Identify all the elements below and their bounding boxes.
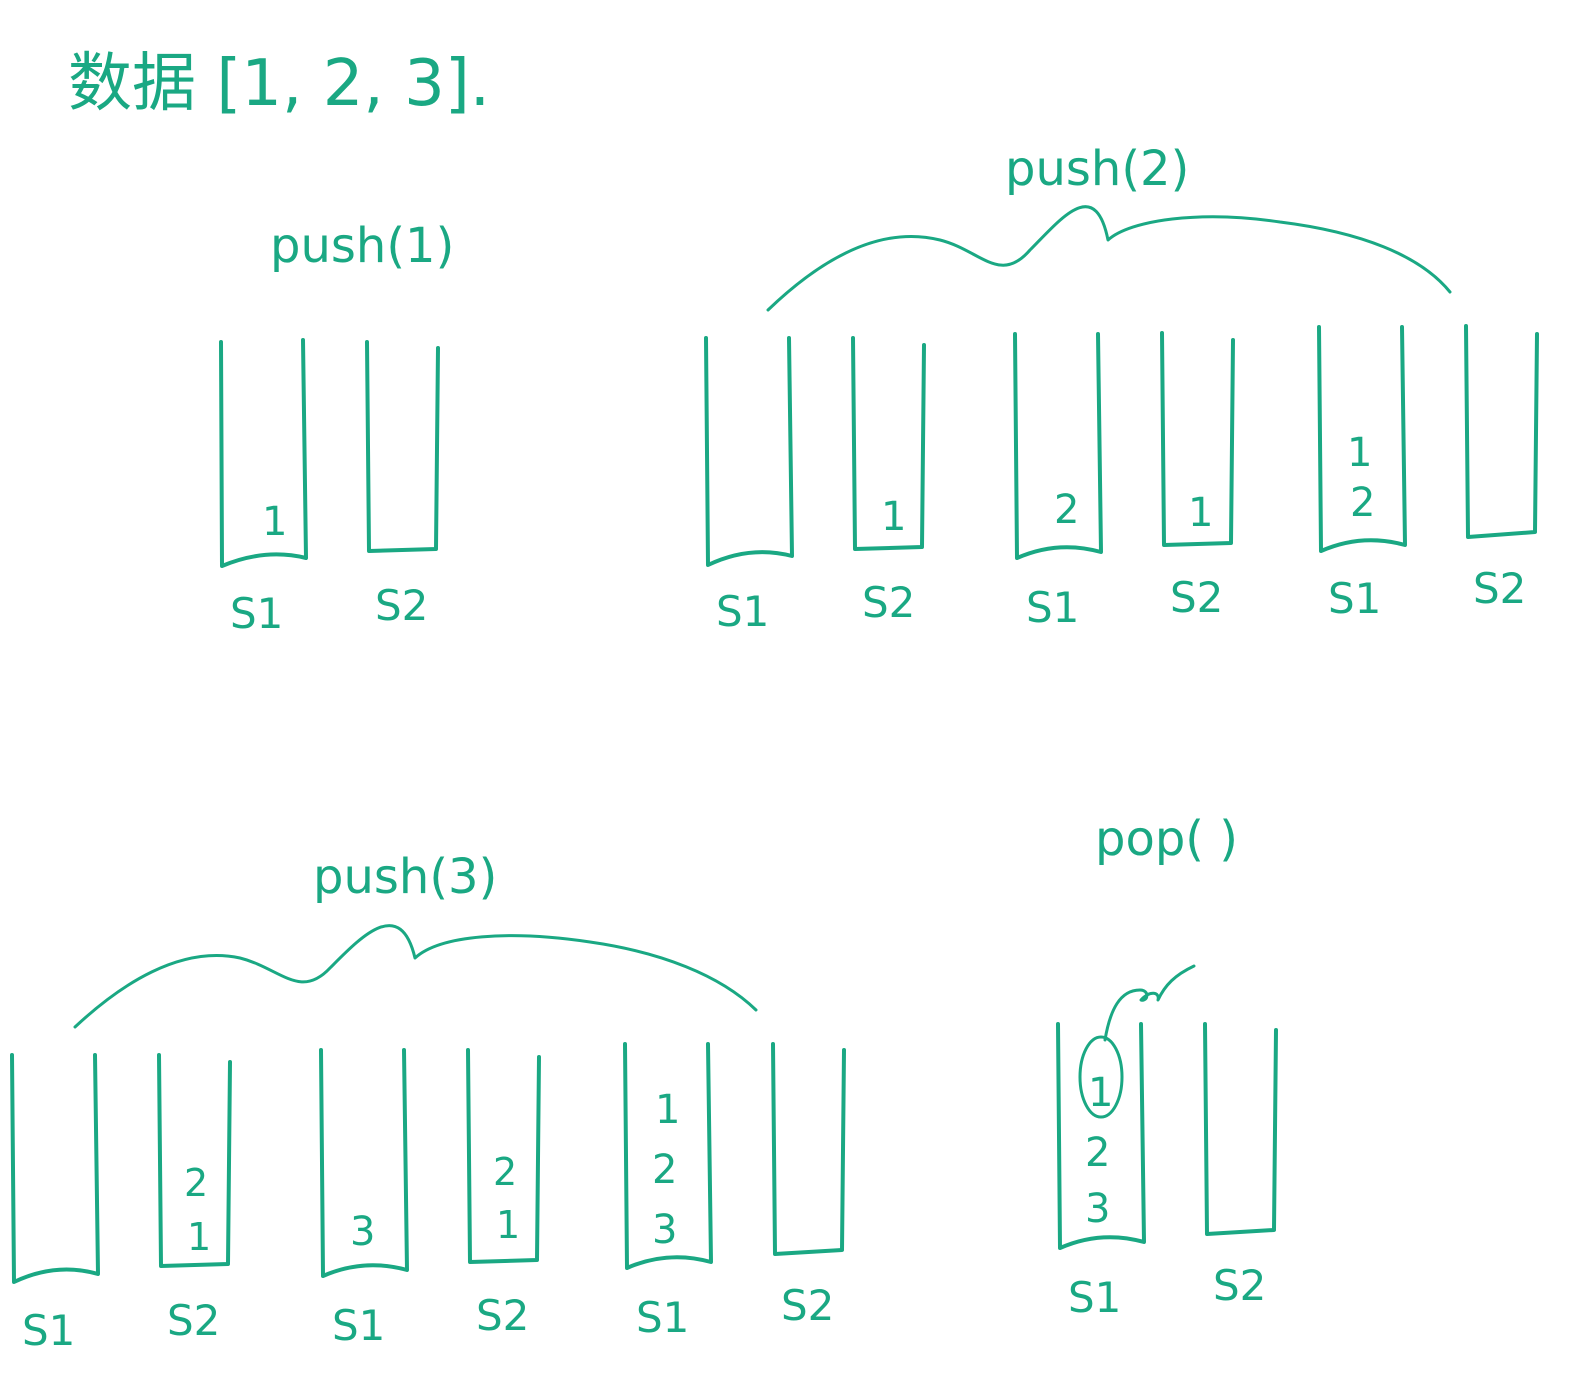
panel-brace: [73, 924, 758, 1029]
panel-label-push2: push(2): [1005, 141, 1189, 197]
stack-outline: [466, 1048, 541, 1264]
stack-label: S2: [167, 1296, 220, 1345]
pop-arrow: [1103, 964, 1196, 1042]
stack-push2-1: S1: [704, 336, 794, 636]
pop-circle: [1078, 1035, 1124, 1119]
stack-push3-1: S1: [10, 1053, 100, 1355]
stack-push3-4: 2 1 S2: [466, 1048, 541, 1340]
stack-label: S1: [636, 1293, 689, 1342]
stack-outline: [704, 336, 794, 567]
stack-push2-3: 2 S1: [1013, 332, 1103, 632]
stack-item: 2: [1054, 487, 1079, 533]
stack-item: 1: [496, 1203, 520, 1247]
stack-push2-4: 1 S2: [1160, 331, 1235, 622]
panel-push2: push(2) S1 1 S2 2 S1 1 S2 1 2 S1: [704, 141, 1539, 636]
stack-outline: [771, 1042, 846, 1256]
stack-push3-6: S2: [771, 1042, 846, 1330]
stack-label: S1: [332, 1301, 385, 1350]
stack-label: S2: [476, 1291, 529, 1340]
stack-label: S2: [1170, 573, 1223, 622]
stack-label: S1: [230, 589, 283, 638]
stack-push3-3: 3 S1: [319, 1048, 409, 1350]
stack-item: 2: [652, 1147, 677, 1193]
stack-item: 1: [1347, 430, 1372, 476]
stack-item: 1: [881, 494, 906, 540]
stack-item: 3: [350, 1209, 375, 1255]
stack-item: 1: [187, 1215, 211, 1259]
stack-label: S1: [1328, 574, 1381, 623]
stack-item: 3: [652, 1207, 677, 1253]
stack-label: S1: [22, 1306, 75, 1355]
stack-item: 1: [262, 499, 287, 545]
panel-label-pop: pop( ): [1095, 811, 1238, 867]
stack-label: S1: [1068, 1273, 1121, 1322]
stack-label: S1: [1026, 583, 1079, 632]
stack-label: S2: [1213, 1261, 1266, 1310]
stack-push1-2: S2: [365, 340, 440, 630]
stack-item: 1: [655, 1087, 680, 1133]
stack-outline: [1317, 325, 1407, 553]
stack-outline: [623, 1042, 713, 1270]
stack-item: 2: [493, 1150, 517, 1194]
panel-pop: pop( ) 1 2 3 S1 S2: [1056, 811, 1278, 1322]
stack-pop-2: S2: [1203, 1022, 1278, 1310]
stack-push1-1: 1 S1: [219, 338, 308, 638]
stack-outline: [1464, 324, 1539, 539]
page-title: 数据 [1, 2, 3].: [68, 47, 490, 121]
stack-item: 2: [1085, 1130, 1110, 1176]
stack-outline: [1013, 332, 1103, 560]
panel-push1: push(1) 1 S1 S2: [219, 218, 454, 638]
stack-outline: [157, 1053, 232, 1268]
stack-outline: [1160, 331, 1235, 547]
stack-push2-2: 1 S2: [851, 336, 926, 627]
stack-outline: [1056, 1022, 1146, 1250]
stack-outline: [851, 336, 926, 551]
stack-outline: [1203, 1022, 1278, 1236]
stack-item: 2: [184, 1161, 208, 1205]
panel-label-push3: push(3): [313, 849, 497, 905]
stack-label: S2: [862, 578, 915, 627]
stack-item: 3: [1085, 1186, 1110, 1232]
stack-item: 1: [1188, 490, 1213, 536]
stack-item: 1: [1088, 1070, 1113, 1116]
panel-label-push1: push(1): [270, 218, 454, 274]
stack-push3-5: 1 2 3 S1: [623, 1042, 713, 1342]
stack-label: S2: [375, 581, 428, 630]
stack-label: S2: [781, 1281, 834, 1330]
stack-outline: [365, 340, 440, 553]
stack-push2-6: S2: [1464, 324, 1539, 613]
stack-push2-5: 1 2 S1: [1317, 325, 1407, 623]
panel-push3: push(3) S1 2 1 S2 3 S1 2 1 S2 1 2 3: [10, 849, 846, 1355]
stack-label: S1: [716, 587, 769, 636]
panel-brace: [766, 205, 1452, 312]
stack-item: 2: [1350, 480, 1375, 526]
stack-push3-2: 2 1 S2: [157, 1053, 232, 1345]
stack-outline: [319, 1048, 409, 1278]
stack-pop-1: 1 2 3 S1: [1056, 964, 1196, 1322]
stack-label: S2: [1473, 564, 1526, 613]
stack-outline: [219, 338, 308, 568]
stack-outline: [10, 1053, 100, 1284]
